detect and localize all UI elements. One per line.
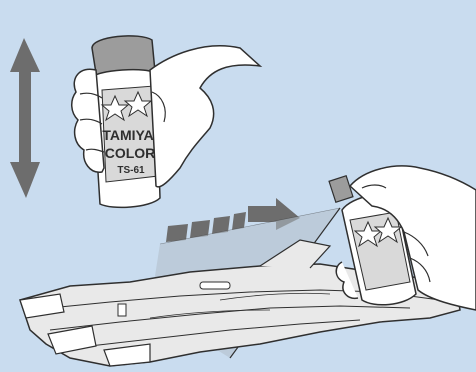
can-label-line1: TAMIYA [102, 127, 153, 143]
can-label-line2: COLOR [105, 145, 156, 161]
can-label-code: TS-61 [117, 165, 145, 176]
hand-spraying-can [329, 166, 476, 310]
